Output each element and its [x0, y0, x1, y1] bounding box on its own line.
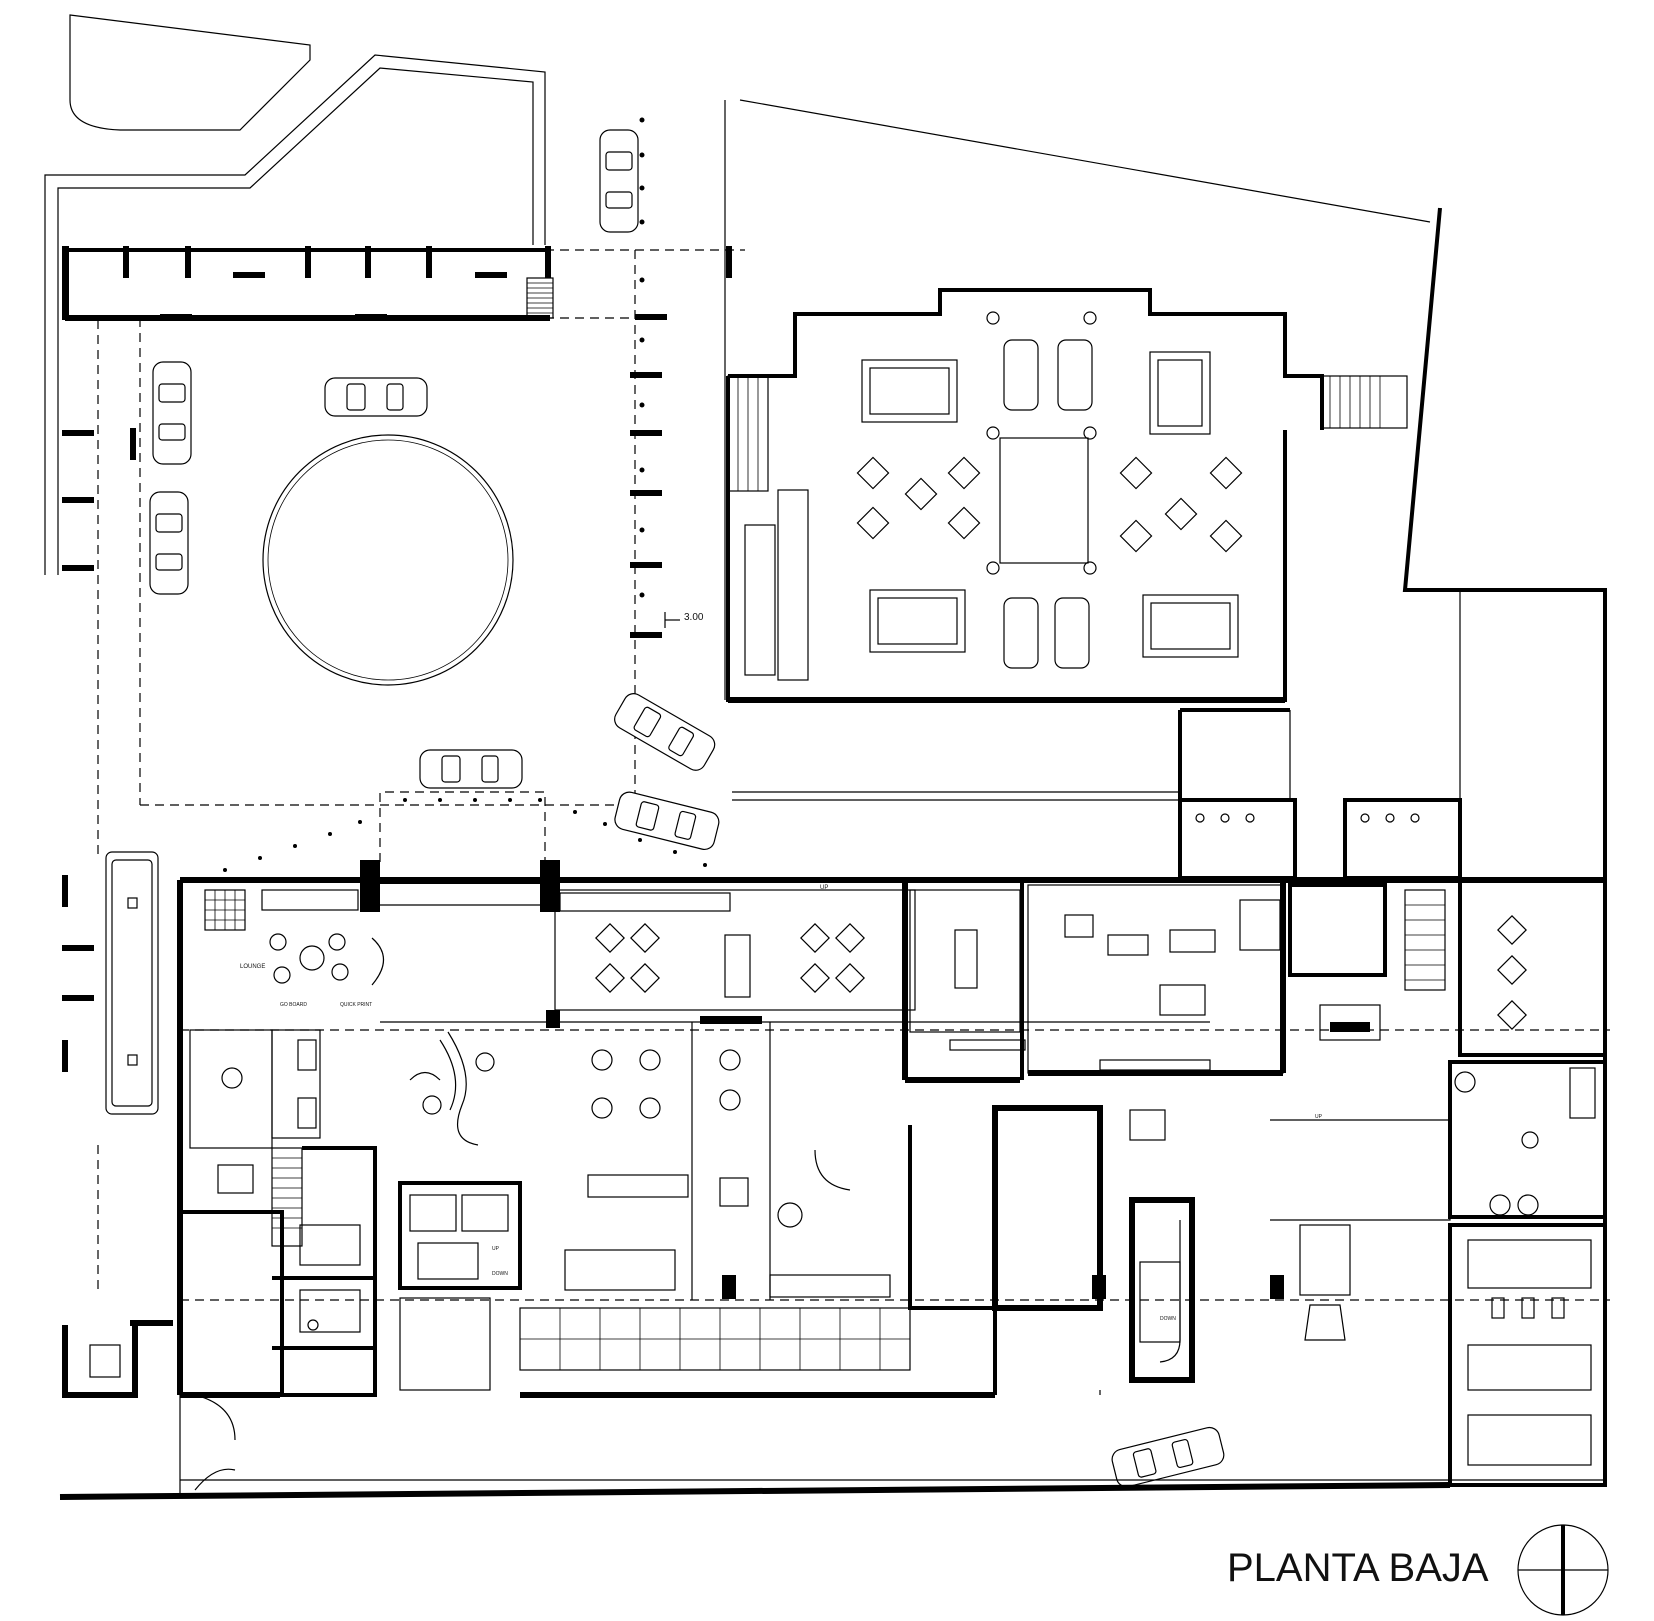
round-tables [591, 1049, 803, 1228]
offices [179, 1146, 377, 1493]
service-stair [1404, 889, 1446, 991]
room-label-go-board: GO BOARD [280, 1002, 307, 1008]
car-icon [152, 361, 192, 465]
east-dining [1458, 878, 1607, 1057]
guard-house [62, 1320, 173, 1398]
main-building: LOUNGE GO BOARD QUICK PRINT [62, 708, 1610, 1493]
room-label-down-2: DOWN [1160, 1316, 1176, 1322]
room-label-quick-print: QUICK PRINT [340, 1002, 372, 1008]
loading-area: UP DOWN [519, 1105, 1451, 1395]
ballroom-stair [727, 375, 809, 681]
car-icon [1111, 1426, 1225, 1488]
bar [902, 880, 1026, 1083]
roundabout [262, 434, 514, 686]
restrooms [732, 708, 1462, 880]
restaurant-tables [595, 923, 865, 993]
drawing-title: PLANTA BAJA [1227, 1546, 1489, 1590]
car-icon [149, 491, 189, 595]
room-label-down-1: DOWN [492, 1271, 508, 1277]
dimension-label: 3.00 [684, 612, 704, 623]
east-stair [1321, 375, 1408, 429]
bollard-dots [223, 117, 707, 872]
car-icon [614, 791, 720, 851]
car-icon [599, 129, 639, 233]
laundry [1448, 1060, 1607, 1219]
kitchen [1027, 880, 1387, 1076]
ballroom-columns [986, 311, 1097, 575]
east-boundary [1402, 207, 1607, 1470]
canopy-outline [379, 791, 546, 862]
lounge: LOUNGE GO BOARD QUICK PRINT [204, 889, 385, 1008]
car-icon [419, 749, 523, 789]
stair-core: UP DOWN [271, 1147, 522, 1391]
car-icon [614, 693, 716, 771]
room-label-lounge: LOUNGE [240, 964, 265, 970]
parked-cars [105, 129, 1225, 1488]
entrance-canopy [62, 246, 745, 321]
room-label-up-1: UP [820, 885, 828, 891]
room-label-up-2: UP [492, 1246, 500, 1252]
room-label-up-3: UP [1315, 1114, 1323, 1120]
car-icon [324, 377, 428, 417]
mechanical-rooms [1448, 1223, 1607, 1487]
cafe-tables [856, 456, 1243, 553]
lobby [189, 1016, 762, 1194]
drop-off-plaza [62, 117, 707, 1290]
bus-icon [105, 851, 159, 1115]
restaurant: UP [554, 885, 916, 1300]
site-boundary-northwest [44, 14, 546, 575]
buffet-stations [861, 351, 1239, 658]
north-arrow-icon [1517, 1524, 1609, 1616]
banquet-tables [1003, 339, 1093, 669]
ballroom: 3.00 [664, 99, 1431, 703]
street-edge [59, 1479, 1605, 1500]
entrance-steps [526, 277, 554, 319]
